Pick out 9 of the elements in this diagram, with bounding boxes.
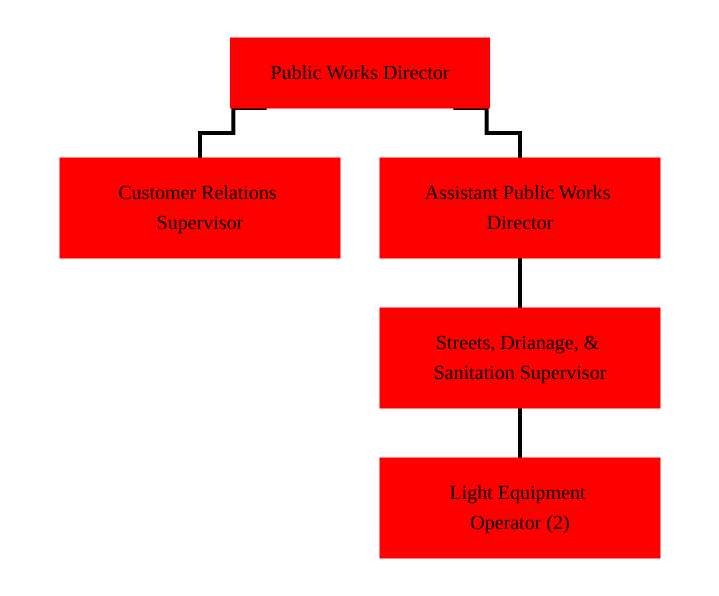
connector [518,406,522,460]
connector [198,106,266,160]
node-box: Assistant Public Works Director [379,158,660,258]
node-box: Customer Relations Supervisor [59,158,340,258]
node-box: Public Works Director [229,38,490,108]
connector [452,106,522,160]
node-box: Light Equipment Operator (2) [379,458,660,558]
connector [518,256,522,310]
node-box: Streets, Drianage, & Sanitation Supervisor [379,308,660,408]
